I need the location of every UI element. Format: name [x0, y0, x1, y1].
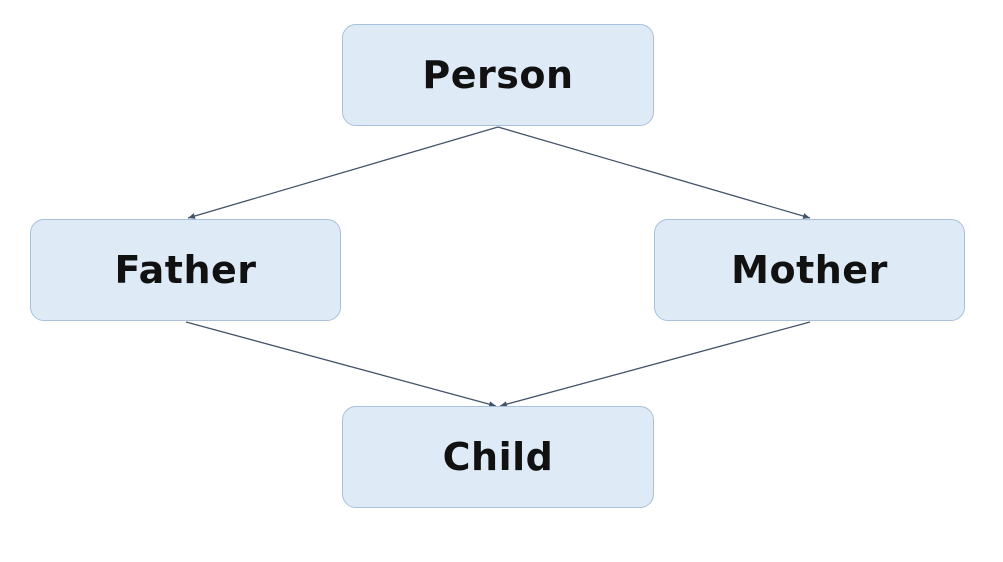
node-child-label: Child: [442, 435, 554, 479]
node-father-label: Father: [114, 248, 257, 292]
node-child: Child: [342, 406, 654, 508]
node-father: Father: [30, 219, 341, 321]
edge-mother-child: [499, 321, 811, 408]
edge-person-father: [187, 126, 499, 219]
node-person: Person: [342, 24, 654, 126]
node-mother: Mother: [654, 219, 965, 321]
edge-father-child: [185, 321, 497, 408]
node-person-label: Person: [422, 53, 574, 97]
edge-person-mother: [497, 126, 811, 219]
node-mother-label: Mother: [731, 248, 888, 292]
